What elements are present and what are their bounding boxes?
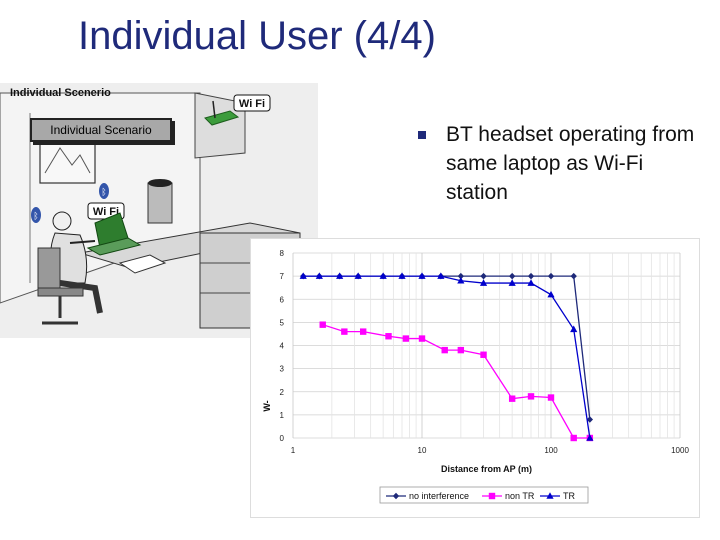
data-point [570,272,577,280]
data-point [508,395,516,402]
legend-label: TR [563,491,575,501]
data-point [402,335,410,342]
y-tick-label: 4 [280,342,285,351]
slide-title: Individual User (4/4) [78,14,436,58]
x-tick-label: 100 [544,446,558,455]
data-point [457,272,465,280]
data-point [457,346,465,354]
x-tick-label: 10 [418,446,427,455]
y-tick-label: 3 [280,365,285,374]
data-point [547,272,555,280]
legend-item: no interference [386,491,469,501]
data-point [527,393,535,400]
data-point [479,279,488,286]
illustration-header: Individual Scenerio [10,87,111,99]
data-point [379,272,387,279]
data-point [586,434,594,441]
svg-text:Wi Fi: Wi Fi [239,98,265,110]
series-non-tr [319,321,594,442]
laptop-icon [86,212,142,256]
data-point [570,434,577,442]
y-tick-label: 6 [280,295,285,304]
data-point [336,272,344,279]
series-tr [299,272,594,441]
data-point [359,328,367,335]
legend-marker [546,492,554,499]
svg-text:ᛒ: ᛒ [33,211,38,221]
data-point [299,272,307,279]
data-point [508,279,516,286]
data-point [441,346,448,354]
x-axis-title: Distance from AP (m) [441,464,532,474]
router-icon [204,100,240,126]
data-point [547,394,555,401]
legend-box [379,486,589,504]
legend-marker [392,492,400,500]
bluetooth-icon: ᛒ [99,183,109,199]
data-point [319,321,326,328]
legend-item: TR [540,491,575,501]
data-point [341,328,348,335]
data-point [437,272,445,279]
y-tick-label: 5 [280,318,285,327]
legend-label: non TR [505,491,535,501]
data-point [385,333,392,340]
data-point [527,279,535,286]
data-point [480,272,487,280]
bullet-marker-icon [418,131,426,139]
data-point [418,272,426,279]
data-point [527,272,535,280]
data-point [398,272,406,279]
wifi-badge-icon: Wi Fi [233,94,271,112]
data-point [480,351,487,358]
data-point [547,290,555,298]
bullet-text: BT headset operating from same laptop as… [446,123,695,204]
bluetooth-icon: ᛒ [31,207,41,223]
x-tick-label: 1000 [671,446,689,455]
y-tick-label: 8 [280,249,285,258]
data-point [457,276,465,284]
y-tick-label: 2 [280,388,285,397]
illustration-caption: Individual Scenario [30,118,172,142]
series-line [322,324,590,439]
y-tick-label: 1 [280,411,285,420]
y-axis-title: W- [262,400,272,411]
legend-label: no interference [409,491,469,501]
data-point [354,272,362,279]
legend-marker [488,492,496,500]
svg-text:ᛒ: ᛒ [101,187,106,197]
legend-item: non TR [482,491,535,501]
x-tick-label: 1 [291,446,296,455]
y-tick-label: 7 [280,272,285,281]
data-point [418,335,426,342]
data-point [315,272,323,279]
data-point [586,416,594,423]
svg-text:Wi Fi: Wi Fi [93,206,119,218]
data-point [570,325,578,333]
y-tick-label: 0 [280,434,285,443]
